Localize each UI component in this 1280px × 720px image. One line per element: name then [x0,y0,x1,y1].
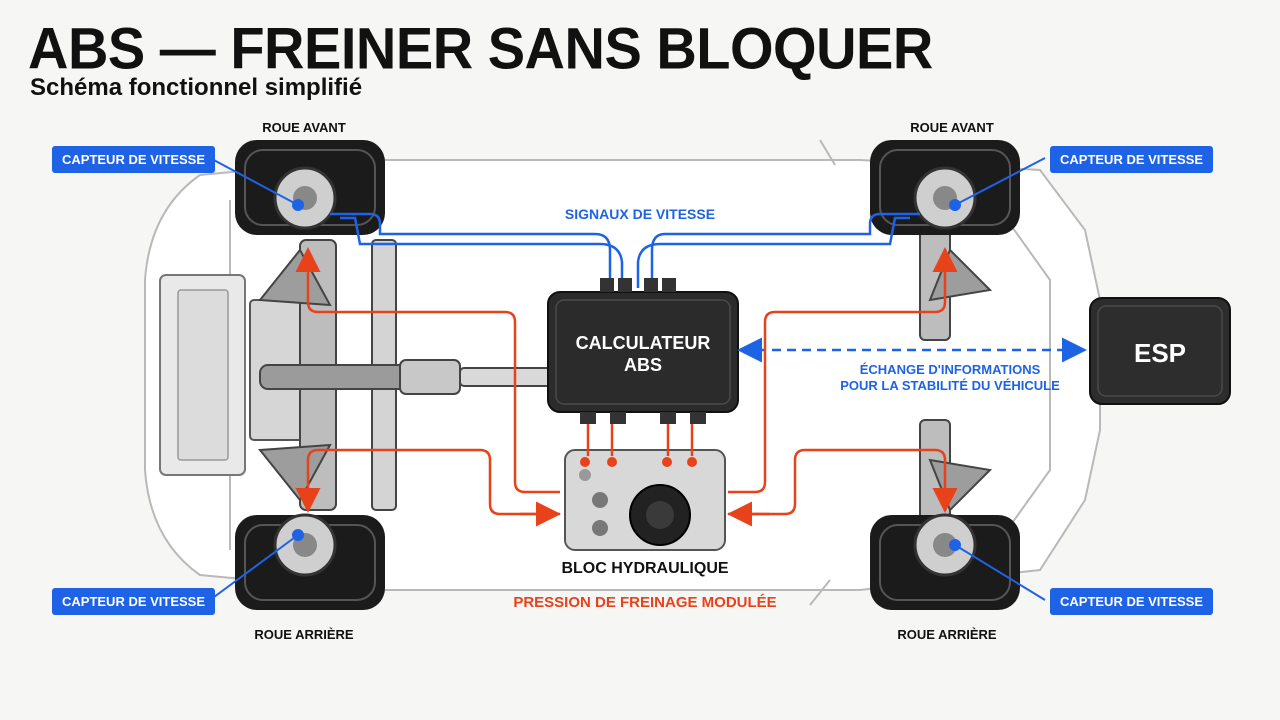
ecu-label-line2: ABS [623,355,662,375]
ecu-to-hydraulic-wires [586,424,694,456]
esp-label: ESP [1133,338,1187,368]
sensor-tag-rear-left: CAPTEUR DE VITESSE [52,588,216,615]
wheel-label-rear-left: ROUE ARRIÈRE [254,627,354,642]
speed-signal-wires [330,212,920,288]
wheel-label-front-right: ROUE AVANT [910,120,994,135]
wheel-label-rear-right: ROUE ARRIÈRE [897,627,997,642]
brake-pressure-label: PRESSION DE FREINAGE MODULÉE [513,594,777,611]
wheel-label-front-left: ROUE AVANT [262,120,346,135]
ecu-label-line1: CALCULATEUR [575,333,711,353]
hydraulic-block-label: BLOC HYDRAULIQUE [561,560,729,577]
sensor-leaders [209,157,1046,601]
esp-exchange-line2: POUR LA STABILITÉ DU VÉHICULE [840,378,1060,393]
wheel-rear-left [235,513,385,610]
speed-signals-label: SIGNAUX DE VITESSE [564,206,716,222]
hydraulic-block [564,449,726,551]
brake-pressure-lines [295,247,958,527]
page-title: ABS — FREINER SANS BLOQUER [28,15,933,82]
esp-exchange-text: ÉCHANGE D'INFORMATIONS POUR LA STABILITÉ… [820,362,1080,394]
page-subtitle: Schéma fonctionnel simplifié [30,74,363,101]
esp-box [1089,297,1231,405]
sensor-tag-front-left: CAPTEUR DE VITESSE [52,146,216,173]
esp-exchange-line1: ÉCHANGE D'INFORMATIONS [859,362,1041,377]
wheel-front-right [870,140,1020,235]
wheel-rear-right [870,513,1020,610]
sensor-tag-rear-right: CAPTEUR DE VITESSE [1050,588,1214,615]
wheel-front-left [235,140,385,235]
sensor-tag-front-right: CAPTEUR DE VITESSE [1050,146,1214,173]
ecu-label: CALCULATEUR ABS [548,332,738,376]
